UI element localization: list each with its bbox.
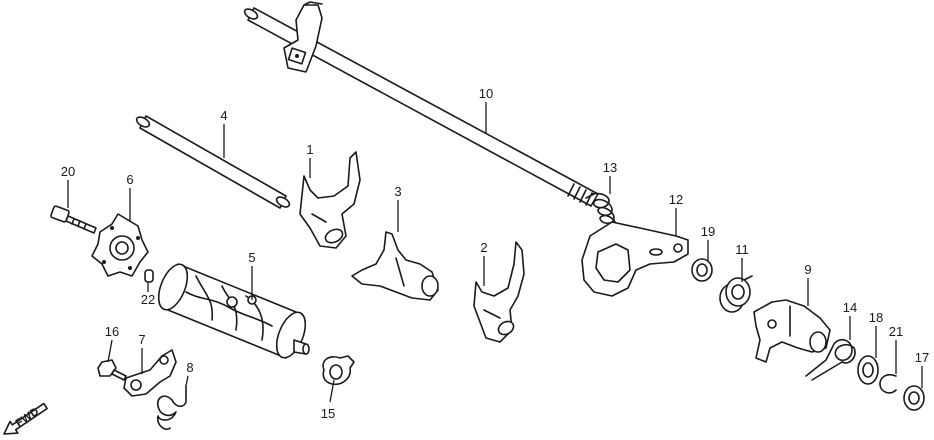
callout-15: 15 bbox=[321, 406, 335, 421]
seal-17 bbox=[903, 385, 925, 411]
callout-1: 1 bbox=[306, 142, 313, 157]
shift-drum bbox=[157, 263, 310, 359]
arm-spring bbox=[805, 338, 856, 381]
gearshift-arm bbox=[753, 299, 831, 363]
spring-collar bbox=[719, 275, 753, 313]
forward-direction-indicator: FWD bbox=[3, 402, 48, 435]
callout-21: 21 bbox=[889, 324, 903, 339]
stopper-arm bbox=[123, 349, 177, 397]
callout-2: 2 bbox=[480, 240, 487, 255]
washer-18 bbox=[857, 355, 879, 385]
shift-fork-1 bbox=[299, 151, 361, 249]
stopper-bolt bbox=[97, 359, 127, 381]
callout-7: 7 bbox=[138, 332, 145, 347]
gearshift-spindle bbox=[243, 1, 599, 207]
circlip-21 bbox=[879, 373, 897, 394]
callout-16: 16 bbox=[105, 324, 119, 339]
callout-17: 17 bbox=[915, 350, 929, 365]
return-spring bbox=[585, 192, 617, 227]
callout-8: 8 bbox=[186, 360, 193, 375]
callout-12: 12 bbox=[669, 192, 683, 207]
callout-22: 22 bbox=[141, 292, 155, 307]
callout-13: 13 bbox=[603, 160, 617, 175]
callout-20: 20 bbox=[61, 164, 75, 179]
callout-14: 14 bbox=[843, 300, 857, 315]
callout-3: 3 bbox=[394, 184, 401, 199]
washer-19 bbox=[691, 258, 713, 282]
callout-19: 19 bbox=[701, 224, 715, 239]
callout-6: 6 bbox=[126, 172, 133, 187]
leader-lines bbox=[67, 102, 923, 403]
bolt bbox=[50, 205, 97, 234]
callout-9: 9 bbox=[804, 262, 811, 277]
shift-fork-shaft bbox=[135, 115, 291, 209]
dowel-pin bbox=[144, 269, 154, 283]
gearshift-plate bbox=[581, 221, 689, 297]
callouts: 10 4 1 3 2 13 12 19 11 9 14 18 21 17 5 6… bbox=[61, 86, 929, 421]
stopper-spring bbox=[156, 385, 187, 431]
callout-10: 10 bbox=[479, 86, 493, 101]
callout-18: 18 bbox=[869, 310, 883, 325]
circlip-15 bbox=[322, 355, 355, 386]
shift-fork-3 bbox=[351, 231, 439, 301]
callout-4: 4 bbox=[220, 108, 227, 123]
callout-5: 5 bbox=[248, 250, 255, 265]
drum-star-plate bbox=[91, 213, 149, 277]
callout-11: 11 bbox=[735, 242, 749, 257]
shift-fork-2 bbox=[473, 241, 525, 343]
